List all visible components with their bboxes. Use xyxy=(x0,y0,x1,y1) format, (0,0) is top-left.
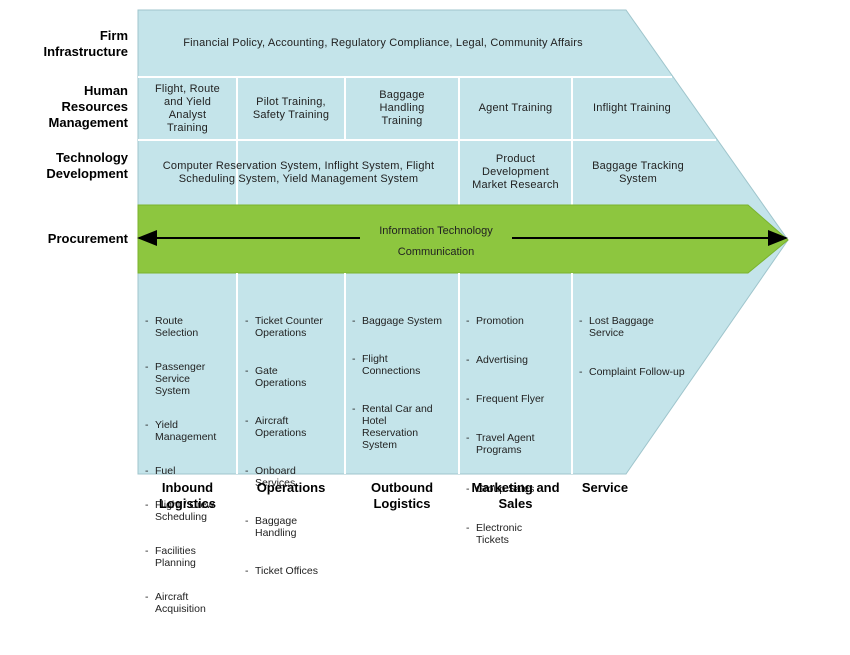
list-item: Electronic Tickets xyxy=(466,522,570,546)
list-item: Rental Car and Hotel Reservation System xyxy=(352,403,457,451)
procurement-line-2: Communication xyxy=(397,246,475,258)
list-item: Group Sales xyxy=(466,483,570,495)
primary-column-outbound: Baggage System Flight Connections Rental… xyxy=(352,279,457,491)
tech-cell: Baggage Tracking System xyxy=(592,159,684,185)
list-item: Ticket Offices xyxy=(245,565,343,577)
list-item: Lost Baggage Service xyxy=(579,315,704,339)
list-item: Baggage System xyxy=(352,315,457,327)
hr-cell: Flight, Route and Yield Analyst Training xyxy=(155,82,220,134)
value-chain-diagram xyxy=(137,9,789,475)
column-label-outbound-logistics: Outbound Logistics xyxy=(370,480,434,511)
hr-cell: Inflight Training xyxy=(593,102,671,114)
list-item: Yield Management xyxy=(145,419,235,443)
list-item: Advertising xyxy=(466,354,570,366)
primary-column-inbound: Route Selection Passenger Service System… xyxy=(145,279,235,655)
row-label-technology: Technology Development xyxy=(46,150,128,181)
item-list: Lost Baggage Service Complaint Follow-up xyxy=(579,297,704,400)
hr-cell: Baggage Handling Training xyxy=(379,89,425,127)
list-item: Ticket Counter Operations xyxy=(245,315,343,339)
procurement-line-1: Information Technology xyxy=(379,225,493,237)
hr-cell: Agent Training xyxy=(478,102,553,114)
item-list: Ticket Counter Operations Gate Operation… xyxy=(245,297,343,599)
primary-column-marketing: Promotion Advertising Frequent Flyer Tra… xyxy=(466,279,570,586)
list-item: Aircraft Operations xyxy=(245,415,343,439)
list-item: Frequent Flyer xyxy=(466,393,570,405)
column-label-marketing-and-sales: Marketing and Sales xyxy=(471,480,560,511)
list-item: Complaint Follow-up xyxy=(579,366,704,378)
tech-cell: Computer Reservation System, Inflight Sy… xyxy=(162,159,435,185)
row-label-firm-infrastructure: Firm Infrastructure xyxy=(43,28,128,59)
column-label-service: Service xyxy=(581,480,629,495)
procurement-bar xyxy=(137,204,789,274)
firm-infrastructure-text: Financial Policy, Accounting, Regulatory… xyxy=(183,37,583,49)
list-item: Gate Operations xyxy=(245,365,343,389)
list-item: Facilities Planning xyxy=(145,545,235,569)
list-item: Route Selection xyxy=(145,315,235,339)
list-item: Flight Connections xyxy=(352,353,457,377)
list-item: Passenger Service System xyxy=(145,361,235,397)
primary-column-service: Lost Baggage Service Complaint Follow-up xyxy=(579,279,704,418)
list-item: Onboard Services xyxy=(245,465,343,489)
primary-column-operations: Ticket Counter Operations Gate Operation… xyxy=(245,279,343,617)
row-label-procurement: Procurement xyxy=(47,231,128,246)
column-label-inbound-logistics: Inbound Logistics xyxy=(158,480,217,511)
row-label-human-resources: Human Resources Management xyxy=(48,83,128,130)
list-item: Fuel xyxy=(145,465,235,477)
tech-cell: Product Development Market Research xyxy=(472,153,559,191)
item-list: Route Selection Passenger Service System… xyxy=(145,297,235,637)
hr-cell: Pilot Training, Safety Training xyxy=(252,95,330,121)
item-list: Promotion Advertising Frequent Flyer Tra… xyxy=(466,297,570,568)
item-list: Baggage System Flight Connections Rental… xyxy=(352,297,457,473)
list-item: Aircraft Acquisition xyxy=(145,591,235,615)
list-item: Travel Agent Programs xyxy=(466,432,570,456)
list-item: Promotion xyxy=(466,315,570,327)
column-label-operations: Operations xyxy=(256,480,326,495)
